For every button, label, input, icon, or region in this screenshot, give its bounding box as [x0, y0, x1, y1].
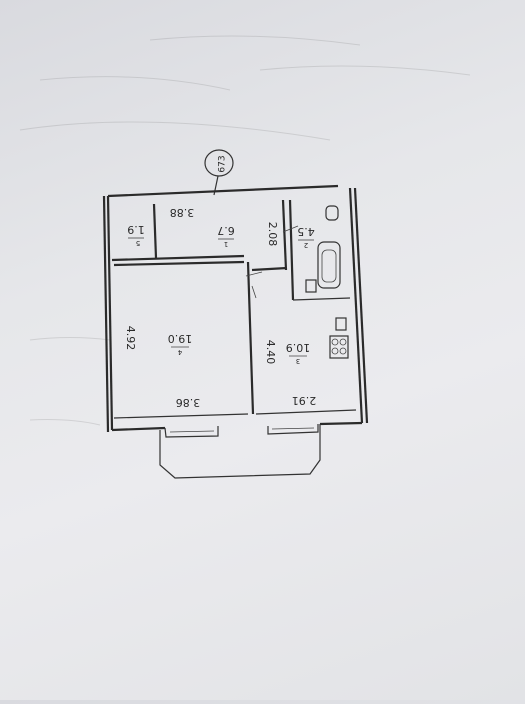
room-living: 4 19.0 — [168, 332, 193, 356]
background-faded-text — [19, 35, 471, 426]
bathtub — [317, 241, 341, 289]
living-room-area: 19.0 — [168, 332, 193, 345]
living-room-width: 3.86 — [176, 396, 201, 409]
living-room-length: 4.92 — [124, 326, 137, 351]
storage-area: 1.9 — [127, 223, 145, 236]
kitchen-index: 3 — [296, 357, 300, 365]
room-bathroom: 2 4.5 — [297, 225, 315, 249]
doors — [245, 225, 299, 299]
kitchen-area: 10.9 — [286, 341, 311, 354]
corridor-index: 1 — [224, 240, 228, 248]
sink — [305, 279, 317, 293]
room-storage: 5 1.9 — [127, 223, 145, 247]
storage-index: 5 — [136, 239, 140, 247]
toilet — [325, 205, 339, 221]
living-room-index: 4 — [177, 348, 182, 356]
room-kitchen: 3 10.9 — [286, 341, 311, 365]
kitchen-width: 2.91 — [292, 394, 317, 407]
room-corridor: 1 6.7 — [217, 224, 235, 248]
bathroom-area: 4.5 — [297, 225, 315, 238]
stove — [329, 335, 349, 359]
bathroom-index: 2 — [304, 241, 308, 249]
balcony — [159, 424, 321, 479]
building-number-marker: 673 — [204, 149, 234, 196]
corridor-width: 3.88 — [170, 206, 195, 219]
corridor-area: 6.7 — [217, 224, 235, 237]
kitchen-sink — [335, 317, 347, 331]
building-number: 673 — [218, 155, 228, 172]
walls — [102, 184, 369, 433]
kitchen-length: 4.40 — [264, 340, 277, 365]
bathroom-width: 2.08 — [266, 222, 279, 247]
